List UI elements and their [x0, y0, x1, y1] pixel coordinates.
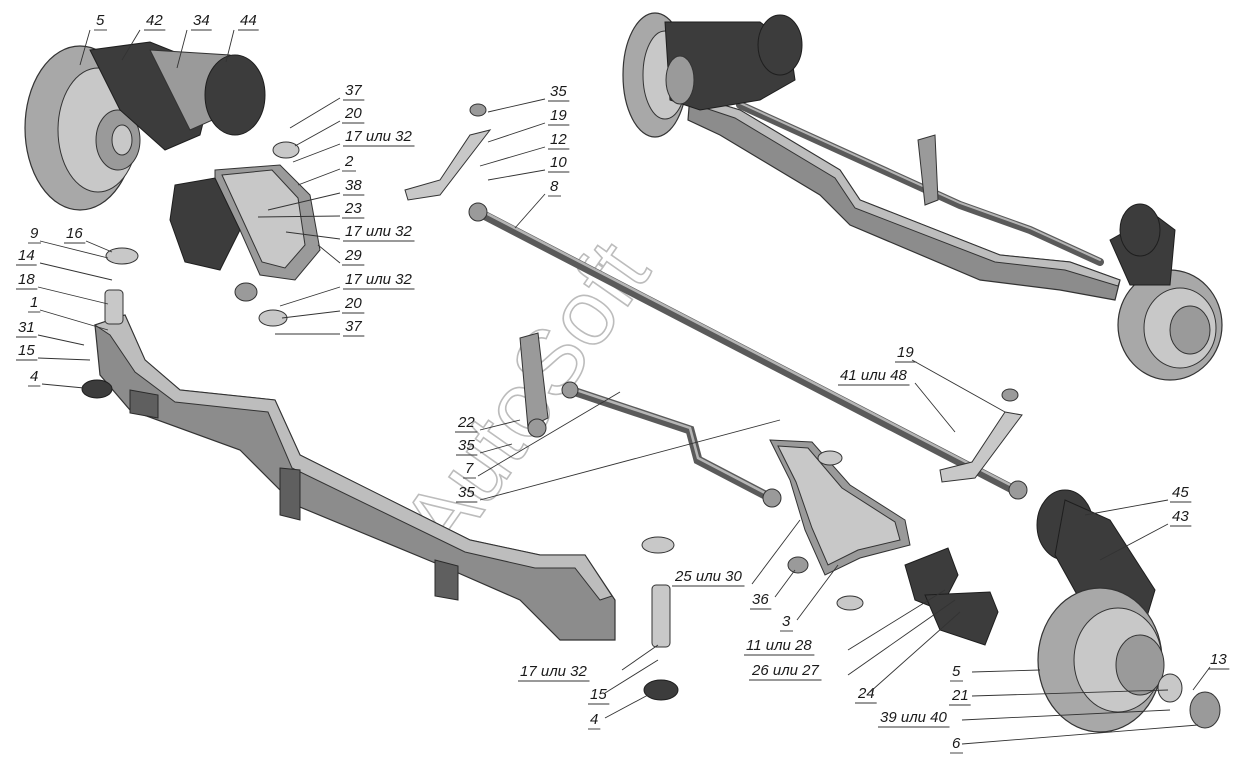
callout-label: 3: [782, 613, 791, 630]
callout-label: 45: [1172, 484, 1189, 501]
steering-knuckle-lower: [769, 439, 999, 646]
callouts: 5 42 34 44 37 20 17 или 32 2 38 23 17 ил…: [16, 12, 1230, 754]
tie-rod: [468, 202, 1028, 500]
callout-label: 13: [1210, 651, 1227, 668]
callout-label: 34: [193, 12, 210, 29]
callout-label: 20: [344, 295, 362, 312]
callout-label: 5: [96, 12, 105, 29]
callout-label: 17 или 32: [345, 271, 413, 288]
callout-label: 29: [344, 247, 362, 264]
callout-label: 37: [345, 318, 362, 335]
callout-label: 20: [344, 105, 362, 122]
callout-label: 41 или 48: [840, 367, 908, 384]
callout-label: 5: [952, 663, 961, 680]
callout-label: 22: [457, 414, 475, 431]
steering-arm-lower: [939, 388, 1023, 483]
callout-label: 38: [345, 177, 362, 194]
callout-label: 43: [1172, 508, 1189, 525]
steering-arm-upper: [404, 103, 492, 201]
steering-knuckle-upper: [169, 141, 321, 327]
callout-label: 17 или 32: [345, 128, 413, 145]
callout-label: 4: [30, 368, 38, 385]
callout-label: 2: [344, 153, 354, 170]
callout-label: 44: [240, 12, 257, 29]
callout-label: 9: [30, 225, 39, 242]
front-axle-beam: [81, 247, 679, 701]
callout-label: 18: [18, 271, 35, 288]
hub-brake-assembly-right: [1036, 489, 1221, 733]
callout-label: 24: [857, 685, 875, 702]
callout-label: 10: [550, 154, 567, 171]
hub-brake-assembly-left: [24, 41, 266, 211]
callout-label: 35: [458, 437, 475, 454]
callout-label: 8: [550, 178, 559, 195]
callout-label: 15: [590, 686, 607, 703]
callout-label: 25 или 30: [674, 568, 743, 585]
callout-label: 19: [550, 107, 567, 124]
callout-label: 11 или 28: [746, 637, 812, 654]
callout-label: 1: [30, 294, 38, 311]
callout-label: 37: [345, 82, 362, 99]
callout-label: 17 или 32: [345, 223, 413, 240]
callout-label: 17 или 32: [520, 663, 588, 680]
callout-label: 31: [18, 319, 35, 336]
callout-label: 15: [18, 342, 35, 359]
callout-label: 6: [952, 735, 961, 752]
callout-label: 21: [951, 687, 969, 704]
callout-label: 26 или 27: [751, 662, 820, 679]
callout-label: 19: [897, 344, 914, 361]
callout-label: 12: [550, 131, 567, 148]
callout-label: 7: [465, 460, 474, 477]
callout-label: 14: [18, 247, 35, 264]
callout-label: 4: [590, 711, 598, 728]
callout-label: 36: [752, 591, 769, 608]
callout-label: 16: [66, 225, 83, 242]
assembled-axle: [622, 12, 1223, 381]
callout-label: 42: [146, 12, 163, 29]
callout-label: 23: [344, 200, 362, 217]
callout-label: 39 или 40: [880, 709, 948, 726]
callout-label: 35: [458, 484, 475, 501]
callout-label: 35: [550, 83, 567, 100]
